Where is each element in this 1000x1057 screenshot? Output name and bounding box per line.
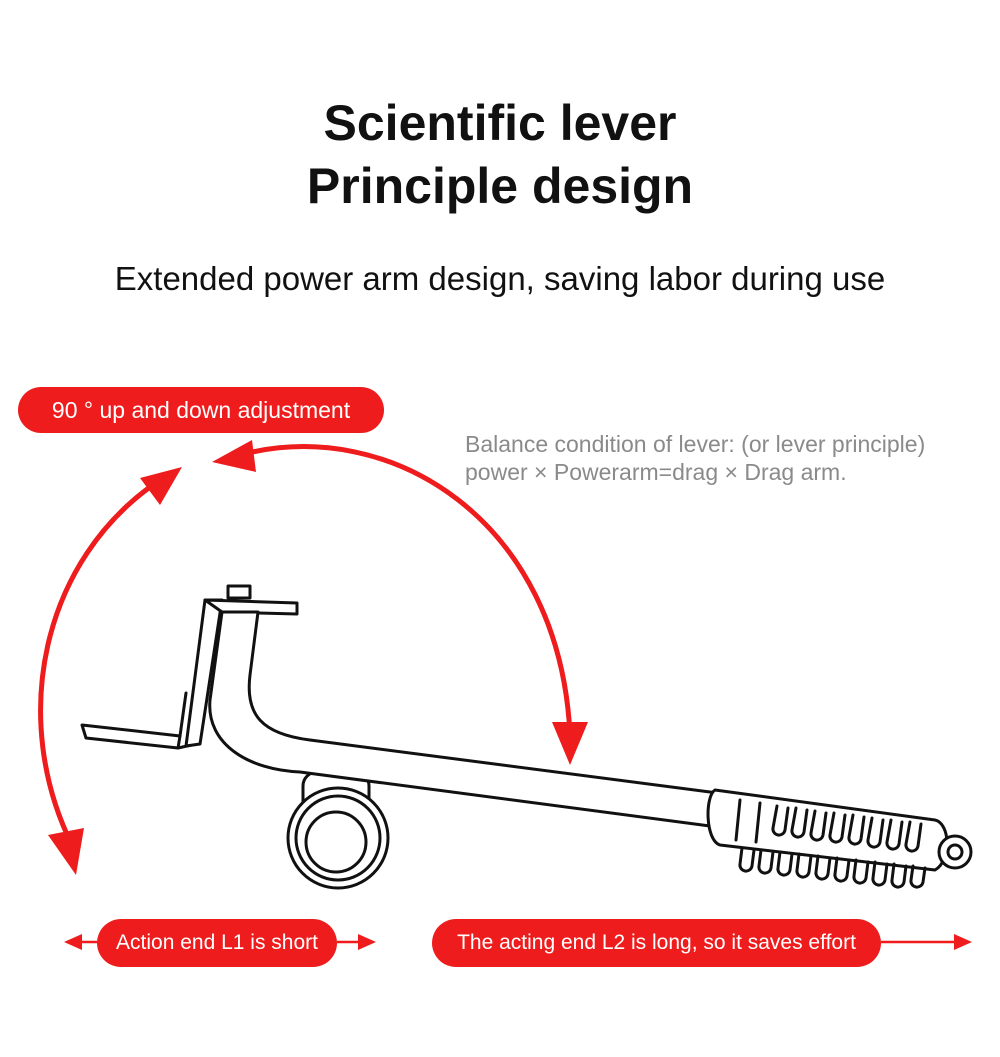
title-line-1: Scientific lever bbox=[323, 95, 677, 151]
formula-line-1: Balance condition of lever: (or lever pr… bbox=[465, 431, 926, 457]
action-end-label: Action end L1 is short bbox=[97, 919, 337, 967]
subtitle: Extended power arm design, saving labor … bbox=[114, 260, 886, 297]
right-rotation-arrow-icon bbox=[212, 440, 588, 765]
formula-line-2: power × Powerarm=drag × Drag arm. bbox=[465, 459, 847, 485]
title-line-2: Principle design bbox=[306, 158, 694, 214]
left-rotation-arrow-icon bbox=[38, 467, 182, 875]
acting-end-label: The acting end L2 is long, so it saves e… bbox=[432, 919, 881, 967]
lever-tool-icon bbox=[80, 584, 973, 890]
handle-grip-icon bbox=[706, 788, 973, 889]
dimension-arrows-icon bbox=[64, 934, 972, 950]
adjustment-label: 90 ° up and down adjustment bbox=[18, 387, 384, 433]
wheel-icon bbox=[286, 770, 390, 890]
